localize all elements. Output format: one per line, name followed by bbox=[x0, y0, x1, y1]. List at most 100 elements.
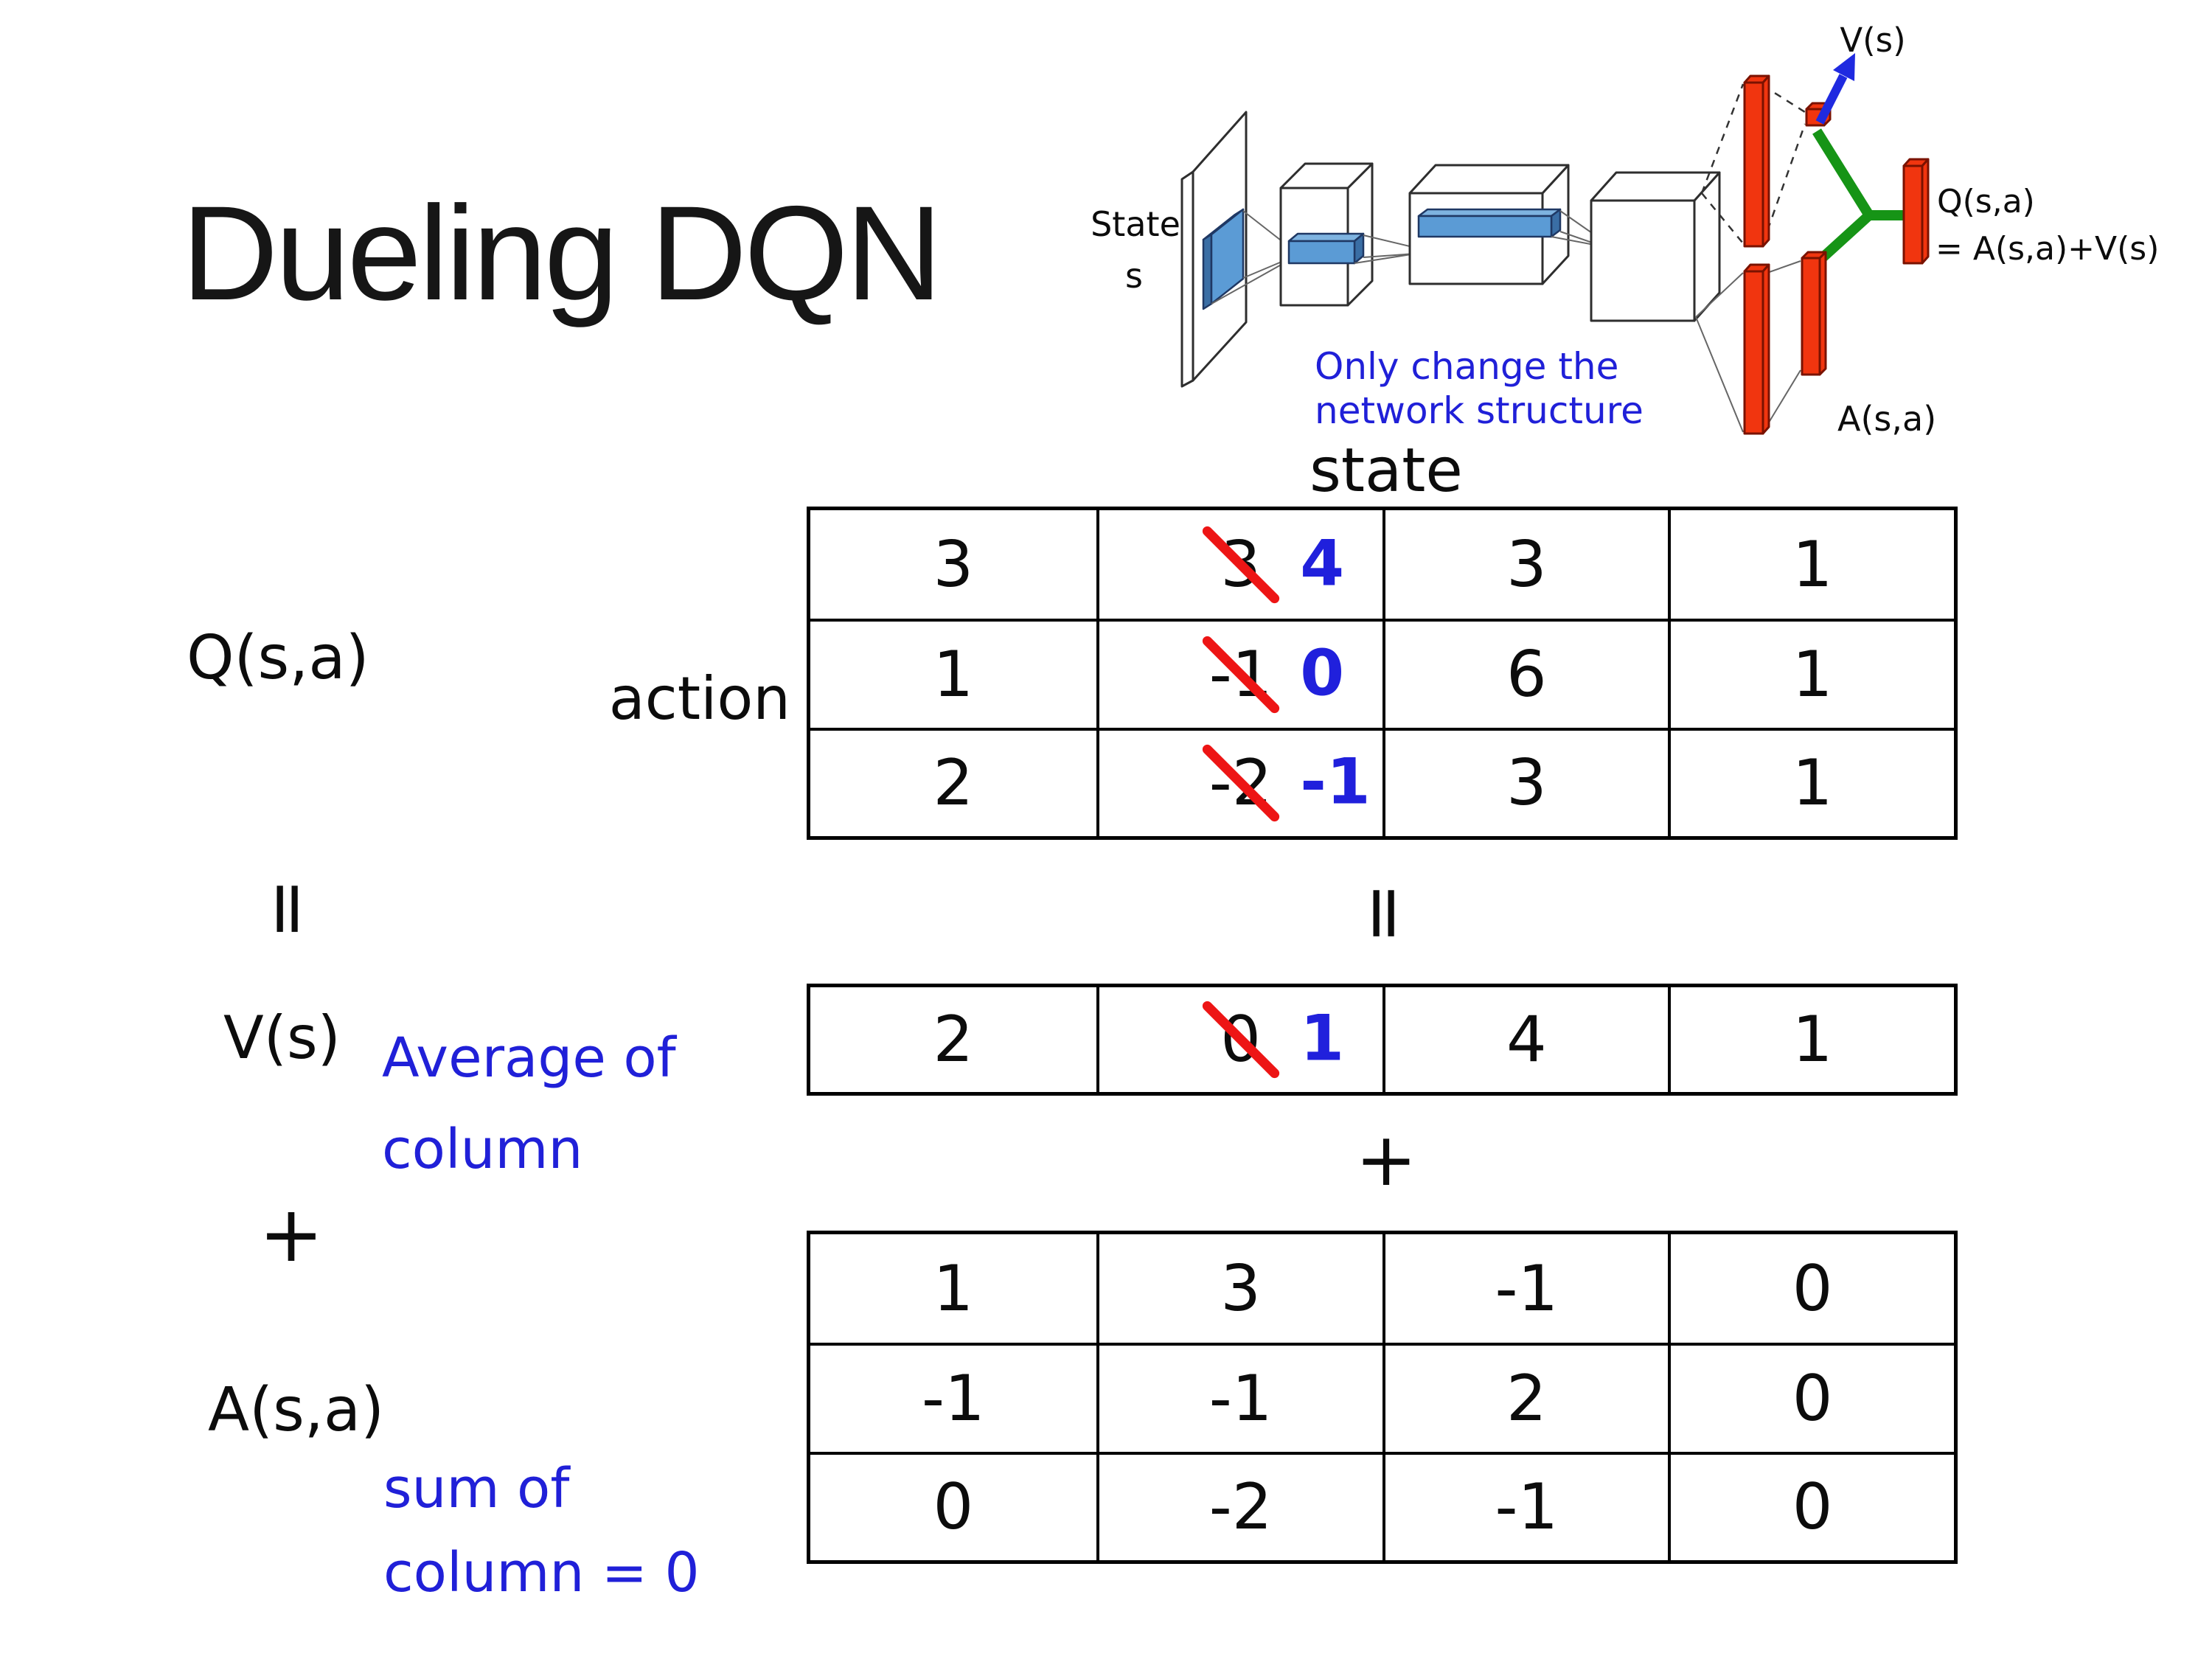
feature-bar-2 bbox=[1417, 208, 1562, 238]
conv-patch bbox=[1202, 208, 1245, 310]
merge-connector bbox=[1809, 128, 1910, 271]
cell-value: 1 bbox=[1792, 637, 1833, 712]
v-value-table: 2 0 1 4 1 bbox=[807, 984, 1958, 1096]
cell-value: 1 bbox=[1792, 746, 1833, 821]
corrected-value: 0 bbox=[1300, 636, 1345, 711]
diagram-state-s-label: s bbox=[1125, 256, 1143, 296]
plus-sign-left: + bbox=[259, 1189, 324, 1279]
table-cell: 2 bbox=[810, 987, 1096, 1092]
average-note-line2: column bbox=[382, 1118, 583, 1181]
table-cell: 0 bbox=[1668, 1343, 1954, 1452]
cell-value: -2 bbox=[1208, 1470, 1273, 1545]
cell-value: 1 bbox=[933, 1251, 974, 1326]
connection-lines bbox=[1551, 210, 1595, 246]
advantage-vector-bar bbox=[1801, 251, 1827, 376]
table-cell: 4 bbox=[1382, 987, 1669, 1092]
advantage-stream-bar bbox=[1743, 263, 1770, 435]
cell-value: -1 bbox=[1208, 1361, 1273, 1436]
value-scalar-node bbox=[1805, 102, 1832, 127]
cell-value: 1 bbox=[1792, 1003, 1833, 1077]
action-header: action bbox=[608, 664, 790, 733]
sum-note-line2: column = 0 bbox=[383, 1541, 700, 1604]
table-cell: -1 bbox=[1382, 1234, 1669, 1343]
cell-value: 2 bbox=[933, 746, 974, 821]
equals-sign-left: = bbox=[246, 877, 333, 939]
q-value-table: 3 3 4 3 1 1 -1 0 6 1 2 -2 -1 3 1 bbox=[807, 507, 1958, 840]
table-cell: 6 bbox=[1382, 619, 1669, 728]
cell-value: 6 bbox=[1506, 637, 1547, 712]
corrected-value: -1 bbox=[1300, 745, 1371, 819]
advantage-output-label: A(s,a) bbox=[1837, 399, 1936, 439]
advantage-table: 1 3 -1 0 -1 -1 2 0 0 -2 -1 0 bbox=[807, 1231, 1958, 1564]
connection-lines bbox=[1354, 234, 1416, 264]
cell-value: 3 bbox=[1220, 1251, 1261, 1326]
table-cell: 1 bbox=[810, 619, 1096, 727]
table-cell: 1 bbox=[1668, 987, 1954, 1092]
q-matrix-label: Q(s,a) bbox=[187, 623, 369, 693]
cell-value: -1 bbox=[1495, 1251, 1559, 1326]
corrected-value: 1 bbox=[1300, 1001, 1345, 1076]
cell-value: -1 bbox=[1495, 1470, 1559, 1545]
connection-lines bbox=[1211, 210, 1291, 305]
table-cell: 1 bbox=[1668, 727, 1954, 836]
table-cell: 3 bbox=[810, 510, 1096, 619]
table-cell: 3 bbox=[1382, 727, 1669, 836]
corrected-value: 4 bbox=[1300, 526, 1345, 600]
cell-value: -1 bbox=[922, 1361, 985, 1436]
cell-value: 0 bbox=[1792, 1361, 1833, 1436]
table-cell: 1 bbox=[1668, 619, 1954, 728]
value-stream-bar bbox=[1743, 74, 1770, 248]
table-cell: 3 bbox=[1382, 510, 1669, 619]
conv-box-2 bbox=[1408, 164, 1570, 285]
v-matrix-label: V(s) bbox=[223, 1004, 341, 1072]
value-output-label: V(s) bbox=[1840, 21, 1905, 60]
q-output-label-line2: = A(s,a)+V(s) bbox=[1935, 230, 2159, 268]
table-cell-corrected: -2 -1 bbox=[1096, 727, 1382, 836]
table-cell: -1 bbox=[810, 1343, 1096, 1451]
cell-value: 2 bbox=[1506, 1361, 1547, 1436]
cell-value: 4 bbox=[1506, 1003, 1547, 1077]
table-cell: 3 bbox=[1096, 1234, 1382, 1343]
feature-bar-1 bbox=[1287, 232, 1365, 265]
a-matrix-label: A(s,a) bbox=[208, 1375, 385, 1445]
average-note-line1: Average of bbox=[382, 1026, 676, 1090]
q-output-label-line1: Q(s,a) bbox=[1937, 183, 2035, 220]
cell-value: 3 bbox=[933, 527, 974, 602]
sum-note-line1: sum of bbox=[383, 1457, 570, 1520]
conv-box-1 bbox=[1279, 162, 1374, 307]
cell-value: 0 bbox=[1792, 1470, 1833, 1545]
value-stream-links bbox=[1700, 83, 1806, 244]
page-title: Dueling DQN bbox=[181, 178, 942, 328]
table-cell: 2 bbox=[810, 727, 1096, 836]
table-cell: 2 bbox=[1382, 1343, 1669, 1452]
diagram-note-line1: Only change the bbox=[1315, 345, 1618, 388]
input-plane bbox=[1180, 111, 1248, 388]
cell-value: 2 bbox=[933, 1003, 974, 1077]
table-cell: -1 bbox=[1382, 1451, 1669, 1560]
table-cell-corrected: -1 0 bbox=[1096, 619, 1382, 728]
cell-value: 1 bbox=[933, 637, 974, 712]
table-cell: 0 bbox=[810, 1451, 1096, 1560]
network-architecture-diagram: State s V(s) Q(s,a) = A(s,a)+V(s) A(s,a)… bbox=[1091, 21, 2159, 439]
advantage-stream-links bbox=[1695, 260, 1801, 433]
table-cell: 0 bbox=[1668, 1451, 1954, 1560]
cell-value: 0 bbox=[1792, 1251, 1833, 1326]
table-cell: -1 bbox=[1096, 1343, 1382, 1452]
diagram-note-line2: network structure bbox=[1315, 389, 1644, 432]
cell-value: 0 bbox=[933, 1470, 974, 1545]
table-cell-corrected: 0 1 bbox=[1096, 987, 1382, 1092]
diagram-state-label: State bbox=[1091, 204, 1180, 244]
table-cell: 0 bbox=[1668, 1234, 1954, 1343]
equals-sign-center: = bbox=[1343, 882, 1430, 944]
cell-value: 3 bbox=[1506, 746, 1547, 821]
state-header: state bbox=[1310, 436, 1463, 506]
cell-value: 3 bbox=[1506, 527, 1547, 602]
fc-box bbox=[1590, 171, 1721, 322]
table-cell-corrected: 3 4 bbox=[1096, 510, 1382, 619]
table-cell: -2 bbox=[1096, 1451, 1382, 1560]
plus-sign-center: + bbox=[1355, 1116, 1417, 1203]
q-output-bar bbox=[1902, 158, 1930, 265]
cell-value: 1 bbox=[1792, 527, 1833, 602]
value-arrow-icon bbox=[1815, 53, 1855, 125]
